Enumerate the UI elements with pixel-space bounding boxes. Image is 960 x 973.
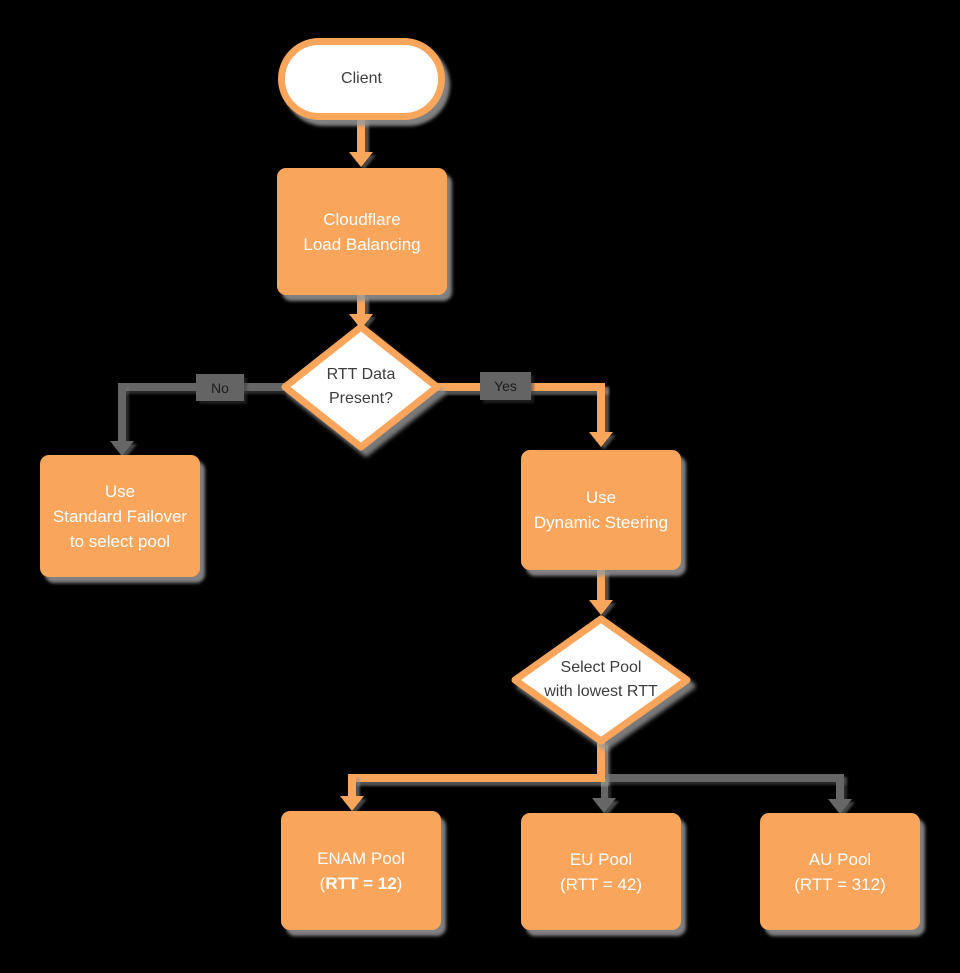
- node-eu-pool: EU Pool (RTT = 42): [521, 813, 681, 930]
- arrowhead-client-to-lb-icon: [349, 152, 373, 167]
- connector-yes-vertical: [597, 383, 605, 435]
- arrowhead-steering-to-select-icon: [589, 600, 613, 615]
- arrowhead-no-icon: [110, 441, 134, 456]
- node-au-pool: AU Pool (RTT = 312): [760, 813, 920, 930]
- node-standard-failover: Use Standard Failover to select pool: [40, 455, 200, 577]
- node-rtt-decision-line2: Present?: [328, 390, 394, 407]
- arrowhead-eu-icon: [592, 798, 616, 813]
- node-eu-pool-line2: (RTT = 42): [559, 874, 643, 894]
- edge-label-no: No: [196, 374, 244, 401]
- node-dynamic-steering-line2: Dynamic Steering: [533, 513, 669, 532]
- node-enam-pool-paren-close: ): [396, 873, 403, 893]
- connector-select-to-enam-horizontal: [352, 774, 605, 782]
- arrowhead-enam-icon: [340, 796, 364, 811]
- node-dynamic-steering: Use Dynamic Steering: [521, 450, 681, 570]
- node-eu-pool-line1: EU Pool: [569, 849, 633, 869]
- node-enam-pool-rtt-value: RTT = 12: [325, 873, 397, 893]
- node-cloudflare-line1: Cloudflare: [323, 209, 401, 229]
- node-standard-failover-line1: Use: [104, 481, 136, 501]
- connector-client-to-lb: [357, 116, 365, 154]
- connector-select-to-au-horizontal: [605, 774, 844, 782]
- node-enam-pool: ENAM Pool (RTT = 12): [281, 811, 441, 930]
- node-enam-pool-line1: ENAM Pool: [317, 848, 405, 868]
- node-select-pool-line1: Select Pool: [560, 659, 642, 676]
- connector-no-vertical: [118, 383, 126, 443]
- node-standard-failover-line3: to select pool: [69, 531, 171, 551]
- node-client-label: Client: [341, 70, 382, 87]
- arrowhead-au-icon: [828, 799, 852, 814]
- node-cloudflare-line2: Load Balancing: [303, 234, 421, 254]
- node-au-pool-line1: AU Pool: [808, 849, 872, 869]
- connector-select-to-au-vertical: [836, 774, 844, 801]
- arrowhead-lb-to-decision-icon: [349, 314, 373, 329]
- arrowhead-yes-icon: [589, 432, 613, 447]
- connector-lb-to-decision: [357, 293, 365, 317]
- edge-label-yes: Yes: [480, 372, 531, 400]
- connector-steering-to-select: [597, 568, 605, 602]
- connector-select-to-enam-vertical: [348, 774, 356, 798]
- node-dynamic-steering-line1: Use: [585, 488, 617, 507]
- node-enam-pool-paren-open: (: [319, 873, 326, 893]
- connector-select-down-orange: [597, 739, 605, 782]
- node-rtt-decision-shape: [281, 323, 441, 451]
- node-select-pool-label: Select Pool with lowest RTT: [508, 612, 694, 748]
- node-au-pool-line2: (RTT = 312): [794, 874, 886, 894]
- node-rtt-decision-label: RTT Data Present?: [278, 320, 444, 454]
- node-enam-pool-line2: (RTT = 12): [320, 871, 403, 896]
- edge-label-yes-text: Yes: [494, 378, 517, 394]
- node-rtt-decision-line1: RTT Data: [326, 366, 396, 383]
- edge-label-no-text: No: [211, 379, 229, 396]
- node-client: Client: [278, 38, 445, 120]
- node-cloudflare-load-balancing: Cloudflare Load Balancing: [277, 168, 447, 295]
- node-select-pool-line2: with lowest RTT: [544, 683, 658, 700]
- node-select-pool-shape: [511, 615, 691, 745]
- node-standard-failover-line2: Standard Failover: [52, 506, 188, 526]
